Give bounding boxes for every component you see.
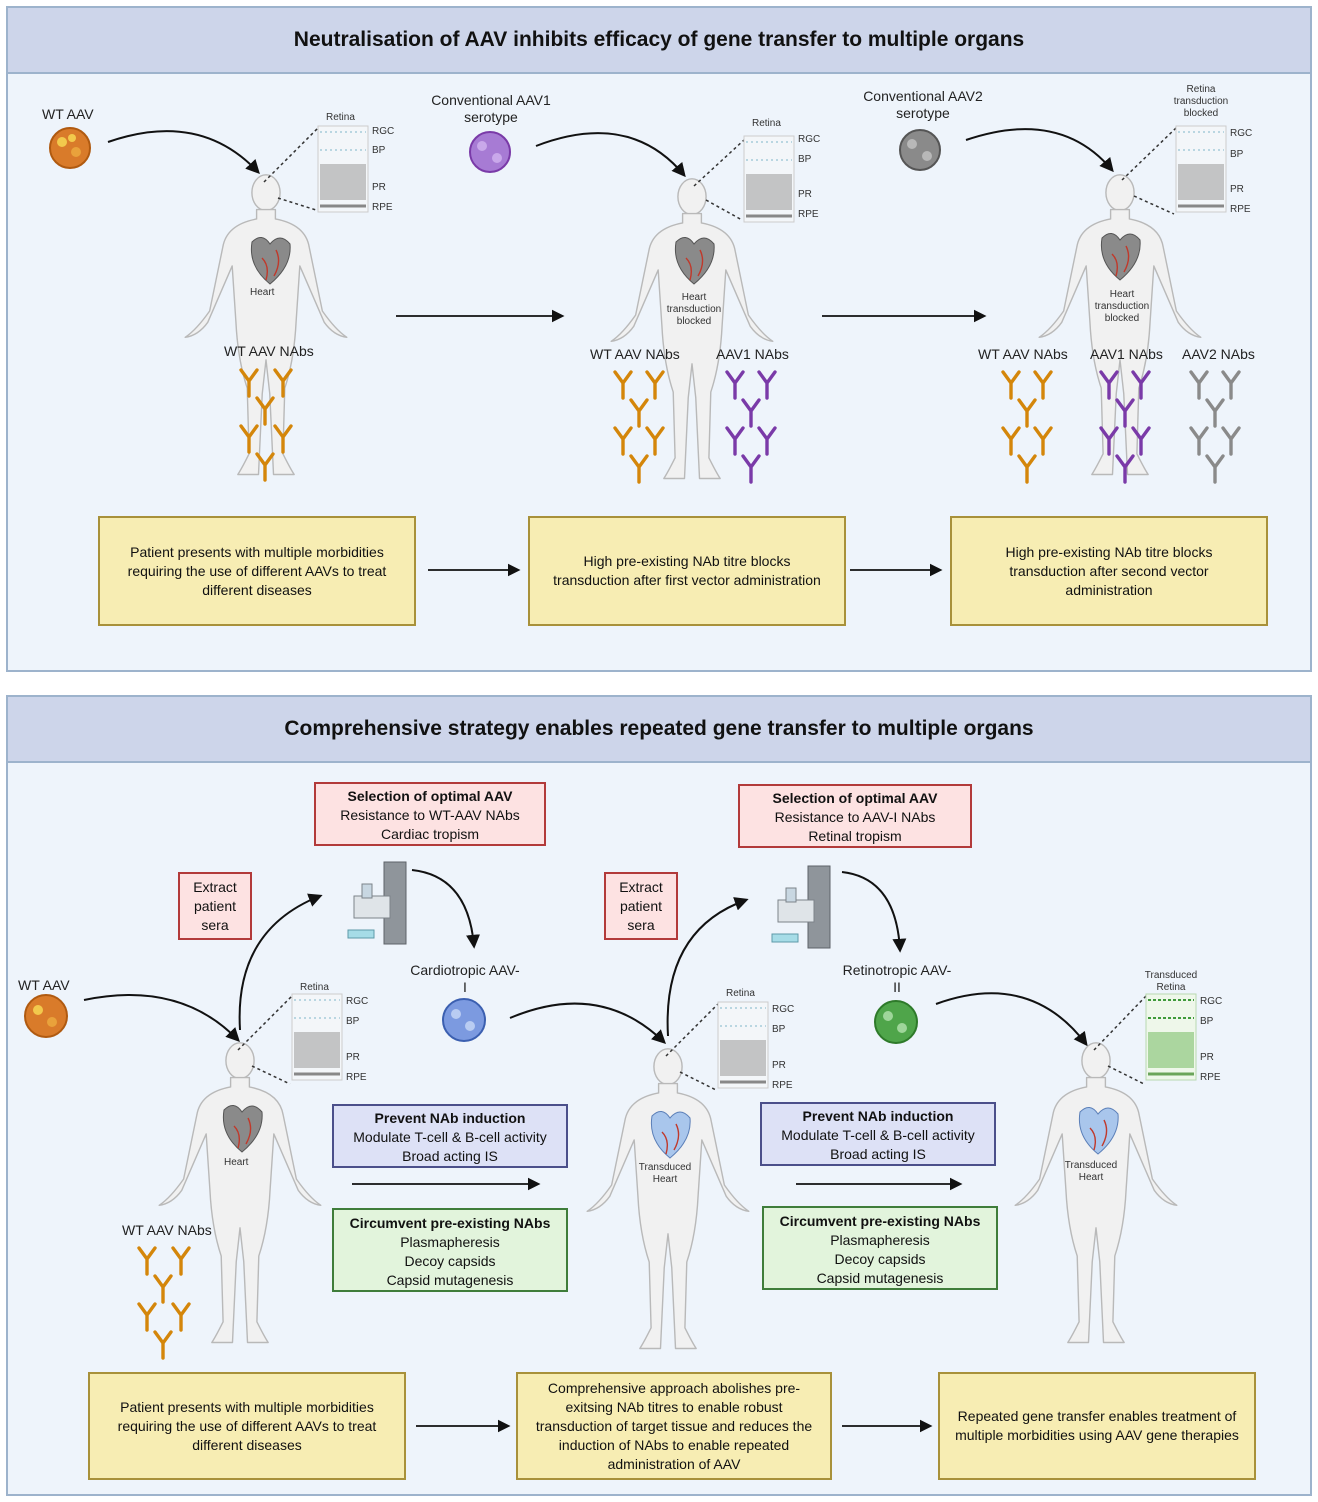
top-summary-box-2: High pre-existing NAb titre blocks trans… xyxy=(528,516,846,626)
aav2-nabs-label-3: AAV2 NAbs xyxy=(1182,346,1255,362)
heart-transduced-label-2: Transduced Heart xyxy=(1064,1160,1118,1183)
heart-blocked-label-2: Heart transduction blocked xyxy=(1094,289,1150,324)
wt-nabs-label-3: WT AAV NAbs xyxy=(978,346,1068,362)
retina-blocked-label: Retina transduction blocked xyxy=(1173,84,1229,119)
top-summary-box-3: High pre-existing NAb titre blocks trans… xyxy=(950,516,1268,626)
patient-figure-bottom-1 xyxy=(158,1042,322,1344)
heart-transduced-label-1: Transduced Heart xyxy=(638,1162,692,1185)
prevent-nab-box-1: Prevent NAb induction Modulate T-cell & … xyxy=(332,1104,568,1168)
retina-label-bottom-1: Retina xyxy=(300,982,329,993)
retina-label-bottom-2: Retina xyxy=(726,988,755,999)
wt-aav-label-bottom: WT AAV xyxy=(18,977,70,993)
wt-nabs-label-2: WT AAV NAbs xyxy=(590,346,680,362)
bottom-summary-box-3: Repeated gene transfer enables treatment… xyxy=(938,1372,1256,1480)
aav2-serotype-label: Conventional AAV2 serotype xyxy=(863,88,983,121)
wt-aav-virus-icon-bottom xyxy=(24,994,68,1038)
cardiotropic-label: Cardiotropic AAV-I xyxy=(410,962,520,995)
retinotropic-aav-icon xyxy=(874,1000,918,1044)
retina-diagram-bottom-2 xyxy=(717,1001,769,1089)
patient-figure-bottom-2 xyxy=(586,1048,750,1350)
wt-nabs-label-1: WT AAV NAbs xyxy=(224,343,314,359)
extract-sera-box-2: Extract patient sera xyxy=(604,872,678,940)
patient-figure-bottom-3 xyxy=(1014,1042,1178,1344)
retina-label-1: Retina xyxy=(326,112,355,123)
retina-diagram-bottom-1 xyxy=(291,993,343,1081)
bottom-panel-title: Comprehensive strategy enables repeated … xyxy=(8,697,1310,763)
selection-box-1: Selection of optimal AAV Resistance to W… xyxy=(314,782,546,846)
selection-box-2: Selection of optimal AAV Resistance to A… xyxy=(738,784,972,848)
retinotropic-label: Retinotropic AAV-II xyxy=(842,962,952,995)
aav1-nabs-label-3: AAV1 NAbs xyxy=(1090,346,1163,362)
top-summary-box-1: Patient presents with multiple morbiditi… xyxy=(98,516,416,626)
circumvent-nab-box-1: Circumvent pre-existing NAbs Plasmaphere… xyxy=(332,1208,568,1292)
retina-diagram-2 xyxy=(743,135,795,223)
heart-label-bottom: Heart xyxy=(224,1157,249,1168)
wt-nabs-group-bottom xyxy=(137,1246,191,1360)
prevent-nab-box-2: Prevent NAb induction Modulate T-cell & … xyxy=(760,1102,996,1166)
circumvent-nab-box-2: Circumvent pre-existing NAbs Plasmaphere… xyxy=(762,1206,998,1290)
retina-label-2: Retina xyxy=(752,118,781,129)
extract-sera-box-1: Extract patient sera xyxy=(178,872,252,940)
wt-nabs-label-bottom: WT AAV NAbs xyxy=(122,1222,212,1238)
cardiotropic-aav-icon xyxy=(442,998,486,1042)
wt-aav-label: WT AAV xyxy=(42,106,94,122)
heart-blocked-label-1: Heart transduction blocked xyxy=(666,292,722,327)
retina-diagram-3 xyxy=(1175,125,1227,213)
selection-machine-icon-1 xyxy=(347,861,407,945)
heart-label: Heart xyxy=(250,287,275,298)
aav1-serotype-label: Conventional AAV1 serotype xyxy=(431,92,551,125)
retina-diagram-bottom-3 xyxy=(1145,993,1197,1081)
selection-machine-icon-2 xyxy=(771,865,831,949)
aav1-nabs-label-2: AAV1 NAbs xyxy=(716,346,789,362)
retina-diagram-1 xyxy=(317,125,369,213)
retina-transduced-label: Transduced Retina xyxy=(1144,970,1198,993)
bottom-summary-box-2: Comprehensive approach abolishes pre-exi… xyxy=(516,1372,832,1480)
bottom-summary-box-1: Patient presents with multiple morbiditi… xyxy=(88,1372,406,1480)
top-panel-title: Neutralisation of AAV inhibits efficacy … xyxy=(8,8,1310,74)
